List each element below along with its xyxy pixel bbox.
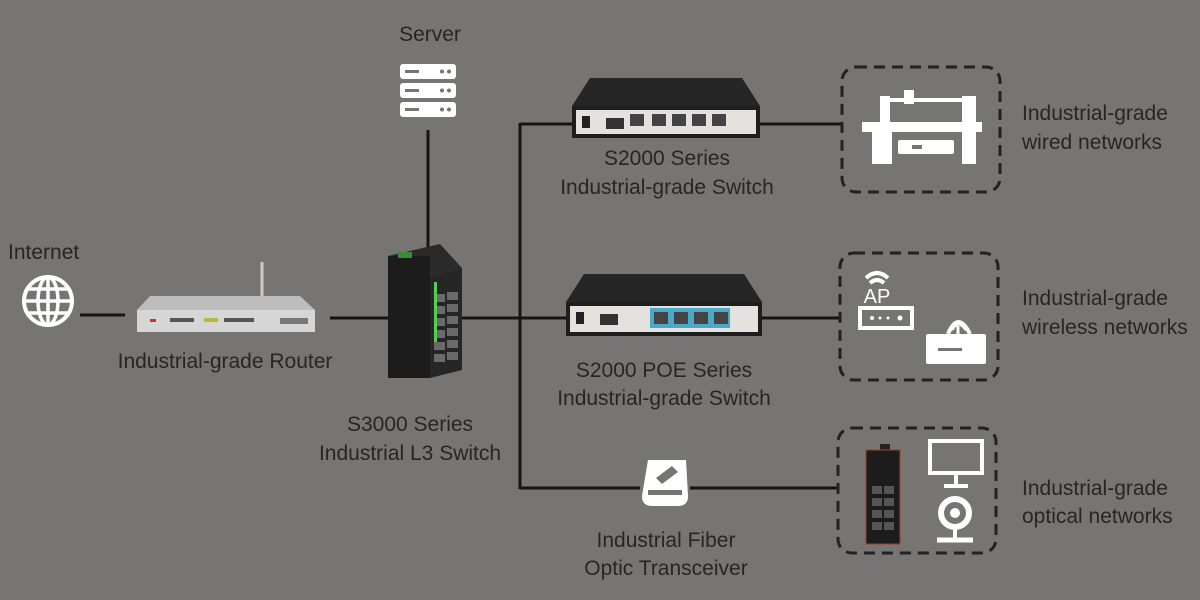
wired-network-box: [840, 65, 1002, 194]
optical-label-line2: optical networks: [1022, 505, 1173, 528]
s3000-label-line2: Industrial L3 Switch: [319, 442, 501, 465]
s2000-poe-switch-image: [566, 274, 762, 336]
s2000-label-line1: S2000 Series: [604, 147, 730, 170]
wireless-label-line2: wireless networks: [1021, 316, 1188, 339]
fiber-label-line1: Industrial Fiber: [597, 529, 736, 552]
industrial-robot-icon: [862, 90, 982, 164]
fiber-transceiver-icon: [642, 460, 688, 506]
wireless-network-box: [838, 251, 1000, 382]
globe-icon: [22, 275, 74, 327]
s2000-poe-label-line1: S2000 POE Series: [576, 359, 752, 382]
access-point-icon: AP: [858, 271, 914, 330]
server-label: Server: [399, 23, 461, 46]
s2000-switch-image: [572, 78, 760, 138]
router-label: Industrial-grade Router: [118, 350, 333, 373]
s2000-label-line2: Industrial-grade Switch: [560, 176, 774, 199]
wired-label-line2: wired networks: [1021, 131, 1162, 154]
din-rail-switch-image: [865, 444, 901, 545]
wireless-label-line1: Industrial-grade: [1022, 287, 1168, 310]
optical-label-line1: Industrial-grade: [1022, 477, 1168, 500]
wired-label-line1: Industrial-grade: [1022, 102, 1168, 125]
camera-monitor-icon: [928, 439, 984, 543]
internet-label: Internet: [8, 241, 79, 264]
optical-network-box: [836, 426, 998, 555]
fiber-label-line2: Optic Transceiver: [584, 557, 747, 580]
server-icon: [400, 64, 456, 117]
s3000-label-line1: S3000 Series: [347, 413, 473, 436]
ap-text: AP: [864, 286, 891, 308]
s3000-switch-image: [388, 244, 462, 378]
wireless-router-icon: [926, 320, 986, 364]
connections: [80, 122, 842, 490]
s2000-poe-label-line2: Industrial-grade Switch: [557, 387, 771, 410]
router-icon: [137, 262, 315, 332]
